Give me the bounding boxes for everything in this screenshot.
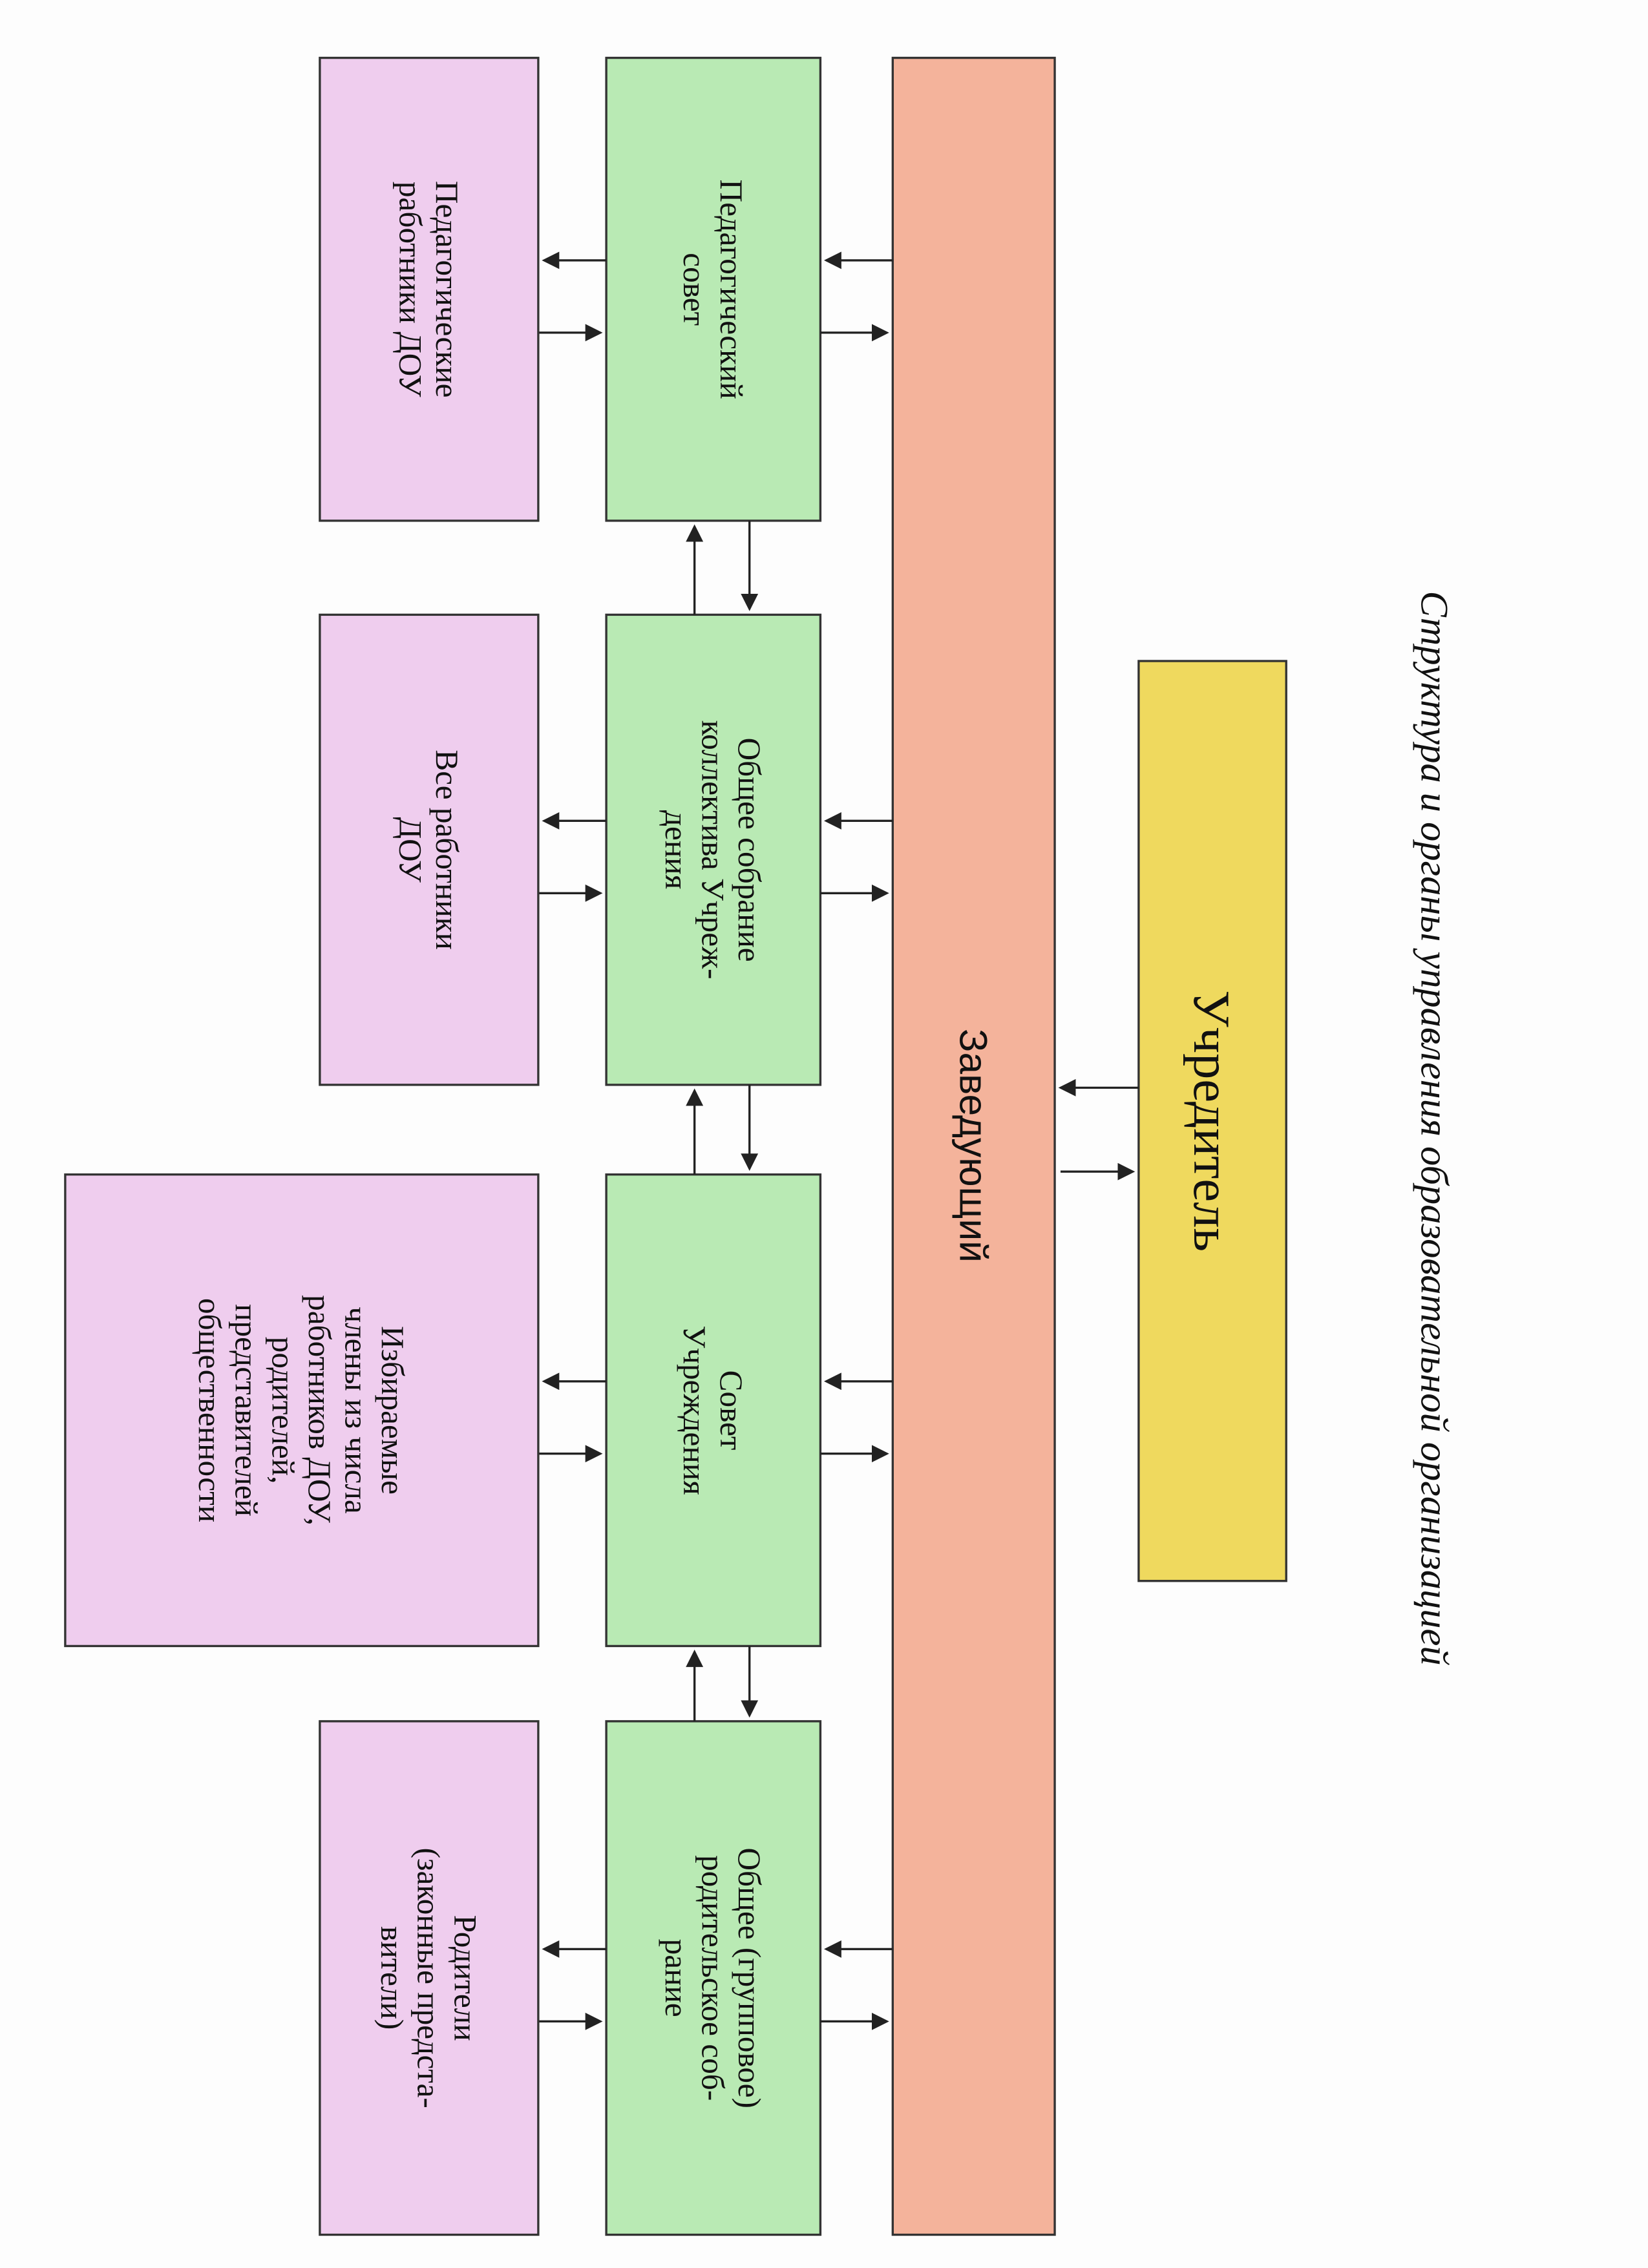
council-box (605, 56, 822, 522)
text-line: рание (659, 1939, 694, 2017)
member-box (319, 1720, 540, 2236)
text-line: ДОУ (392, 817, 428, 883)
text-line: родителей, (265, 1337, 301, 1484)
text-line: Учредитель (1183, 991, 1240, 1252)
text-line: работников ДОУ, (302, 1295, 337, 1526)
member-box (64, 1173, 540, 1648)
text-line: Педагогический (713, 180, 749, 399)
text-line: Общее собрание (732, 738, 767, 962)
text-line: представителей (229, 1304, 264, 1517)
council-label: СоветУчреждения (677, 1325, 749, 1495)
member-box (319, 56, 540, 522)
council-box (605, 613, 822, 1086)
text-line: работники ДОУ (392, 182, 428, 397)
text-line: Родители (447, 1915, 483, 2041)
head-label: Заведующий (952, 1029, 996, 1263)
text-line: Учреждения (677, 1325, 712, 1495)
text-line: (законные предста- (411, 1848, 447, 2108)
council-label: Педагогическийсовет (677, 180, 749, 399)
member-label: Родители(законные предста-вители) (374, 1848, 483, 2108)
founder-label: Учредитель (1183, 991, 1240, 1252)
text-line: вители) (374, 1926, 410, 2030)
member-label: Все работникиДОУ (392, 750, 465, 949)
page-title: Структура и органы управления образовате… (1413, 591, 1456, 1666)
member-label: Избираемыечлены из числаработников ДОУ,р… (192, 1295, 410, 1526)
text-line: Педагогические (429, 181, 465, 398)
text-line: Структура и органы управления образовате… (1413, 591, 1456, 1666)
text-line: члены из числа (339, 1307, 374, 1514)
member-box (319, 613, 540, 1086)
text-line: дения (659, 810, 694, 889)
council-box (605, 1720, 822, 2236)
text-line: Избираемые (375, 1326, 410, 1495)
council-label: Общее собраниеколлектива Учреж-дения (659, 720, 767, 980)
founder-box (1137, 660, 1287, 1582)
text-line: родительское соб- (695, 1855, 731, 2101)
text-line: Заведующий (952, 1029, 996, 1263)
council-label: Общее (групповое)родительское соб-рание (659, 1847, 767, 2108)
head-box (891, 56, 1056, 2236)
text-line: совет (677, 253, 712, 326)
text-line: Общее (групповое) (732, 1847, 767, 2108)
council-box (605, 1173, 822, 1648)
text-line: общественности (192, 1298, 227, 1522)
text-line: Все работники (429, 750, 465, 949)
text-line: Совет (713, 1370, 749, 1451)
text-line: коллектива Учреж- (695, 720, 731, 980)
member-label: Педагогическиеработники ДОУ (392, 181, 465, 398)
